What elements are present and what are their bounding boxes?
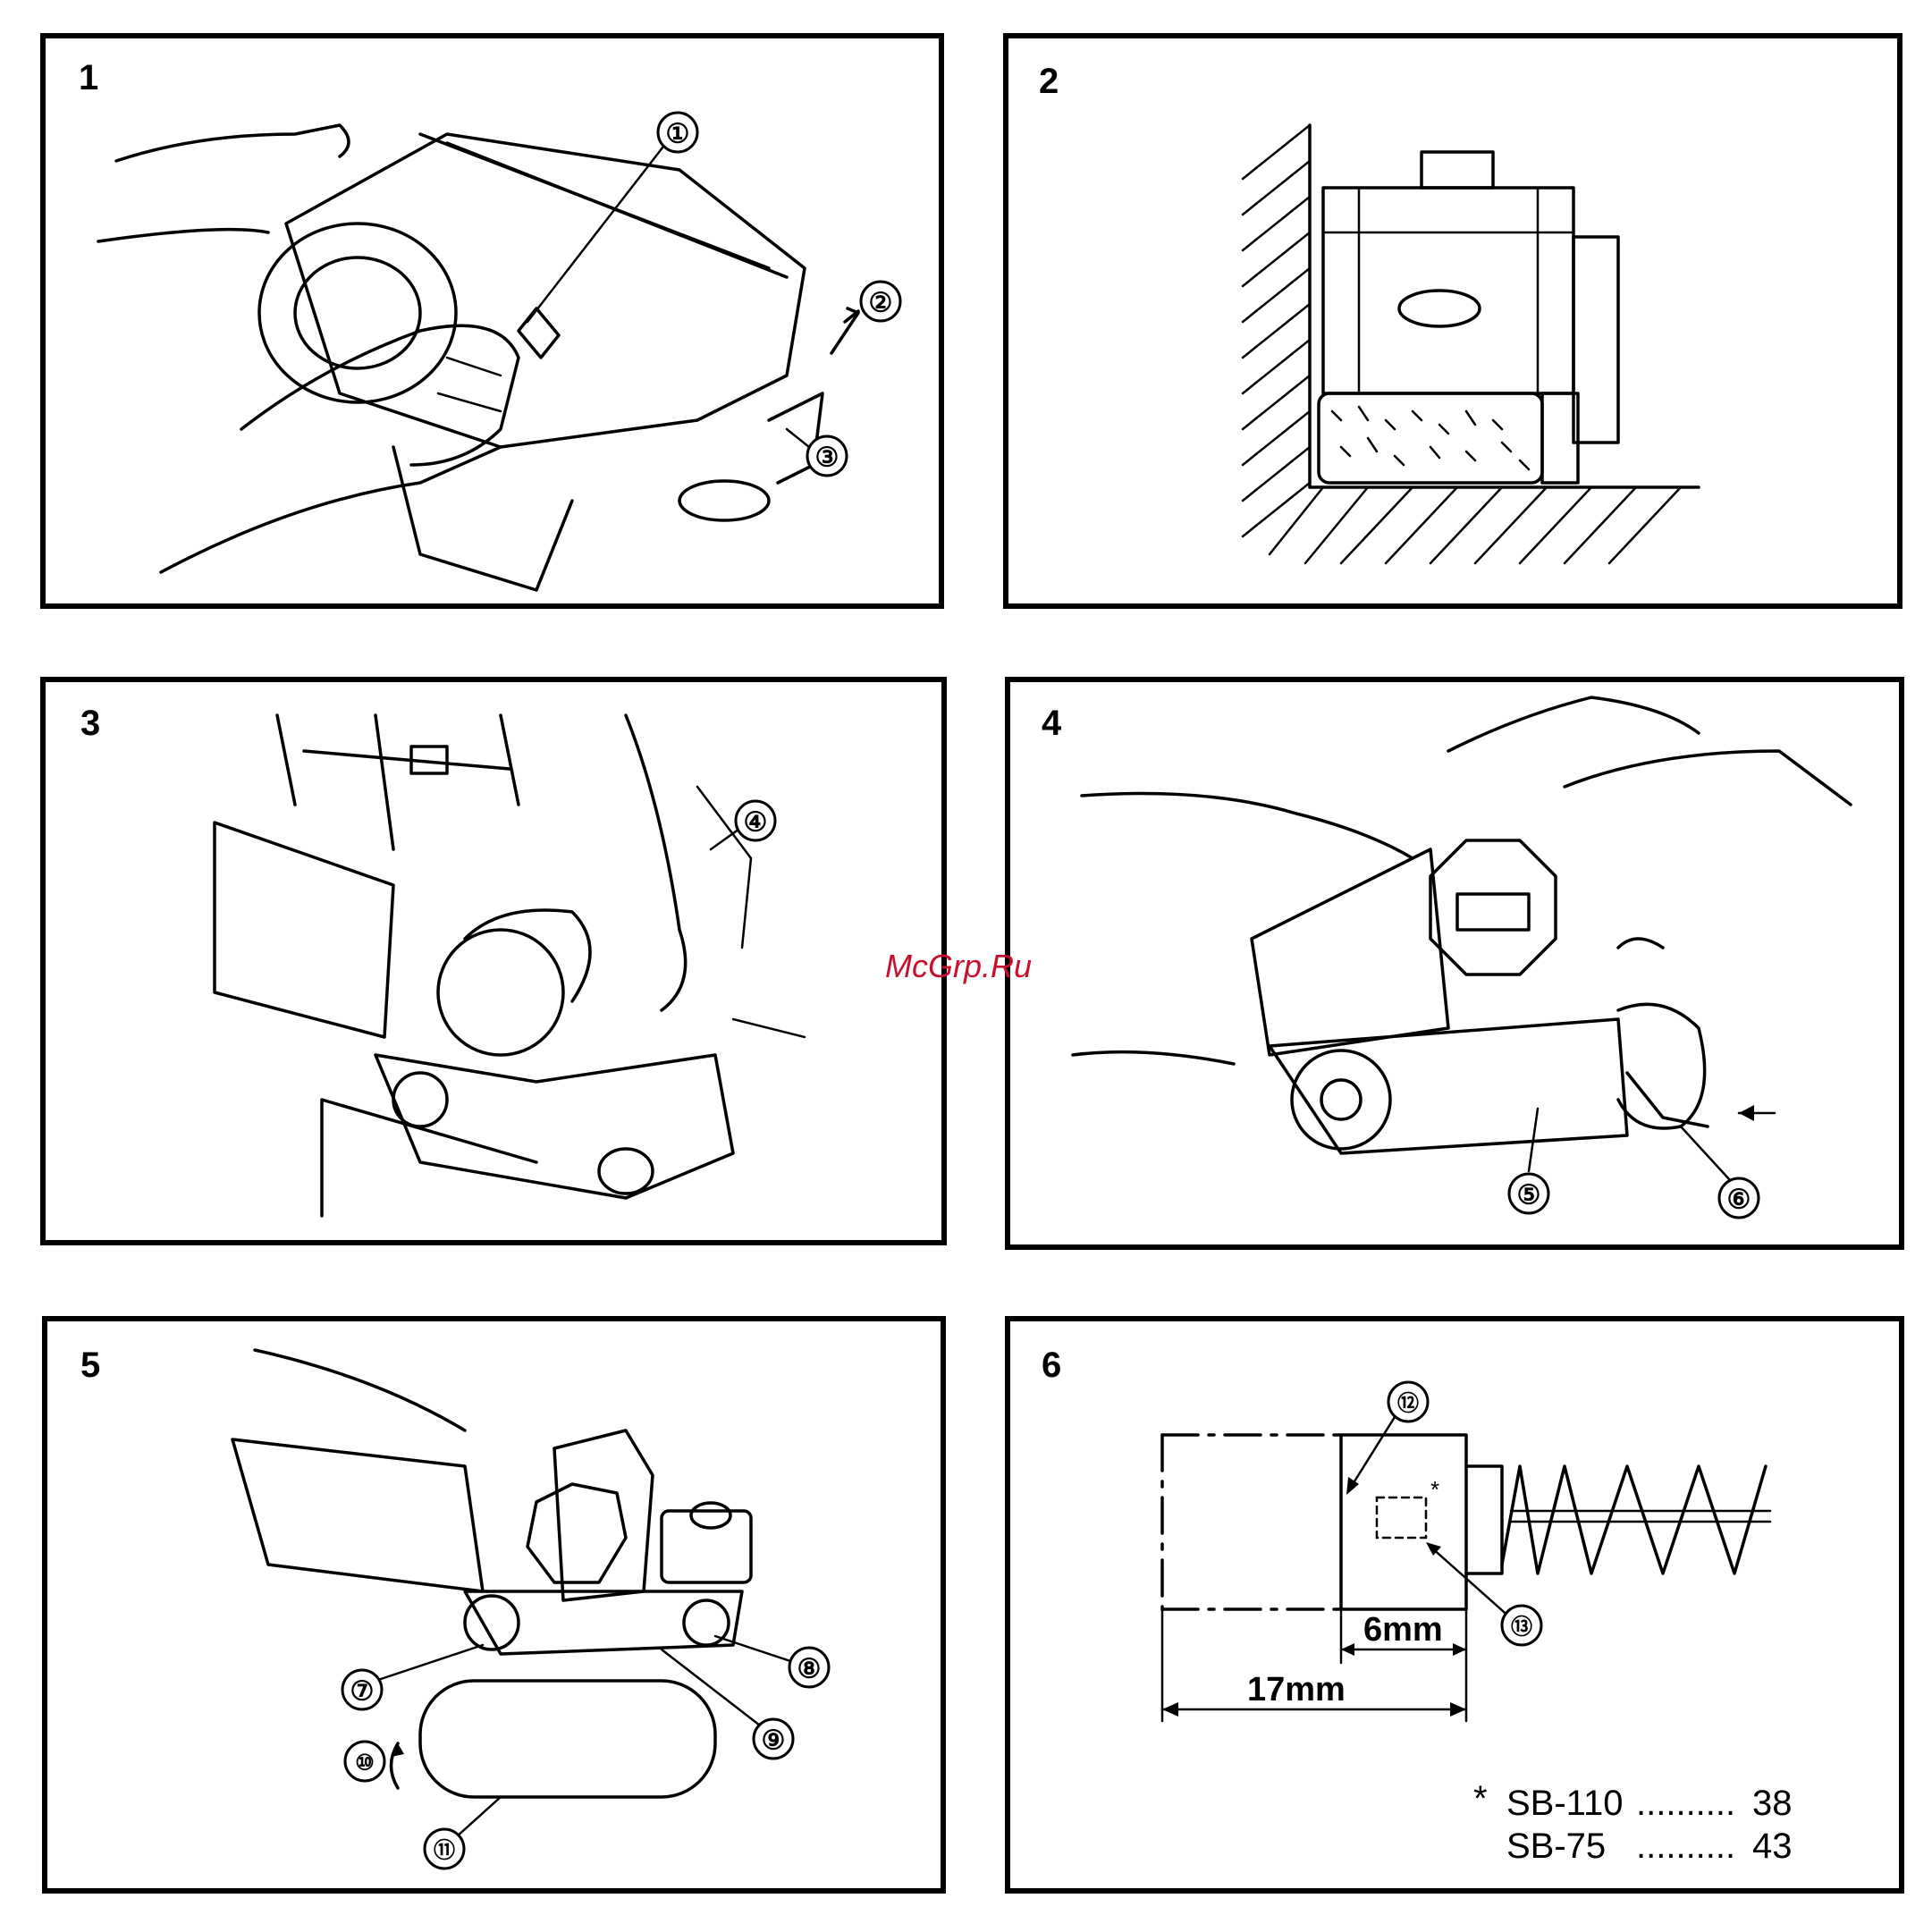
panel-6: 6 * — [1008, 1319, 1902, 1891]
callout-12-label: ⑫ — [1397, 1391, 1419, 1416]
callout-13: ⑬ — [1502, 1606, 1541, 1645]
spec-table-marker: * — [1473, 1779, 1488, 1818]
panel-3-sander-illustration — [215, 715, 805, 1216]
panel-3: 3 ④ — [43, 679, 944, 1243]
panel-1: 1 ① ② — [43, 36, 941, 606]
callout-13-label: ⑬ — [1511, 1615, 1532, 1640]
watermark: McGrp.Ru — [885, 948, 1032, 984]
panel-2-number: 2 — [1039, 62, 1059, 101]
dimension-6mm: 6mm — [1363, 1611, 1443, 1649]
dimension-17mm: 17mm — [1247, 1671, 1346, 1708]
callout-4-label: ④ — [744, 808, 768, 838]
asterisk-mark: * — [1430, 1476, 1439, 1503]
spec-row-2-leader: .......... — [1636, 1827, 1735, 1866]
callout-6-label: ⑥ — [1727, 1185, 1751, 1215]
callout-3-label: ③ — [815, 443, 839, 473]
panel-5: 5 ⑦ ⑧ ⑨ — [45, 1319, 943, 1891]
panel-1-frame — [43, 36, 941, 606]
callout-8-label: ⑧ — [797, 1655, 822, 1684]
panel-2-wall-hatching — [1243, 125, 1699, 563]
panel-1-sander-illustration — [98, 125, 858, 590]
callout-6: ⑥ — [1681, 1126, 1759, 1218]
callout-7-label: ⑦ — [350, 1677, 375, 1707]
callout-9: ⑨ — [662, 1649, 793, 1759]
callout-9-label: ⑨ — [762, 1726, 786, 1756]
callout-10-label: ⑩ — [355, 1751, 375, 1776]
callout-4: ④ — [711, 801, 775, 849]
panel-2: 2 — [1006, 36, 1900, 606]
callout-2-label: ② — [869, 289, 893, 318]
spec-row-1-leader: .......... — [1636, 1784, 1735, 1823]
callout-5-label: ⑤ — [1517, 1181, 1541, 1211]
panel-5-frame — [45, 1319, 943, 1891]
callout-10: ⑩ — [345, 1742, 384, 1781]
spec-row-1-value: 38 — [1752, 1784, 1793, 1823]
spec-row-2-value: 43 — [1752, 1827, 1793, 1866]
panel-3-number: 3 — [80, 704, 100, 743]
callout-1: ① — [658, 113, 697, 152]
panel-5-number: 5 — [80, 1346, 100, 1385]
panel-4-sander-illustration — [1073, 697, 1851, 1153]
callout-7: ⑦ — [342, 1645, 483, 1709]
callout-5: ⑤ — [1509, 1109, 1548, 1213]
callout-1-label: ① — [666, 120, 690, 149]
panel-6-number: 6 — [1042, 1346, 1061, 1385]
callout-12: ⑫ — [1388, 1382, 1428, 1422]
spec-row-1-model: SB-110 — [1506, 1784, 1623, 1823]
panel-4-number: 4 — [1042, 704, 1062, 743]
panel-2-sander-illustration — [1319, 152, 1618, 483]
panel-5-sander-illustration — [232, 1350, 751, 1797]
panel-2-frame — [1006, 36, 1900, 606]
callout-2: ② — [861, 282, 900, 321]
spec-table: * SB-110 .......... 38 SB-75 .......... … — [1473, 1779, 1793, 1866]
callout-11: ⑪ — [425, 1797, 501, 1869]
spec-row-2-model: SB-75 — [1506, 1827, 1606, 1866]
panel-1-number: 1 — [79, 58, 98, 97]
panel-3-frame — [43, 679, 944, 1243]
panel-4: 4 ⑤ ⑥ — [1008, 679, 1902, 1247]
callout-11-label: ⑪ — [434, 1838, 455, 1863]
